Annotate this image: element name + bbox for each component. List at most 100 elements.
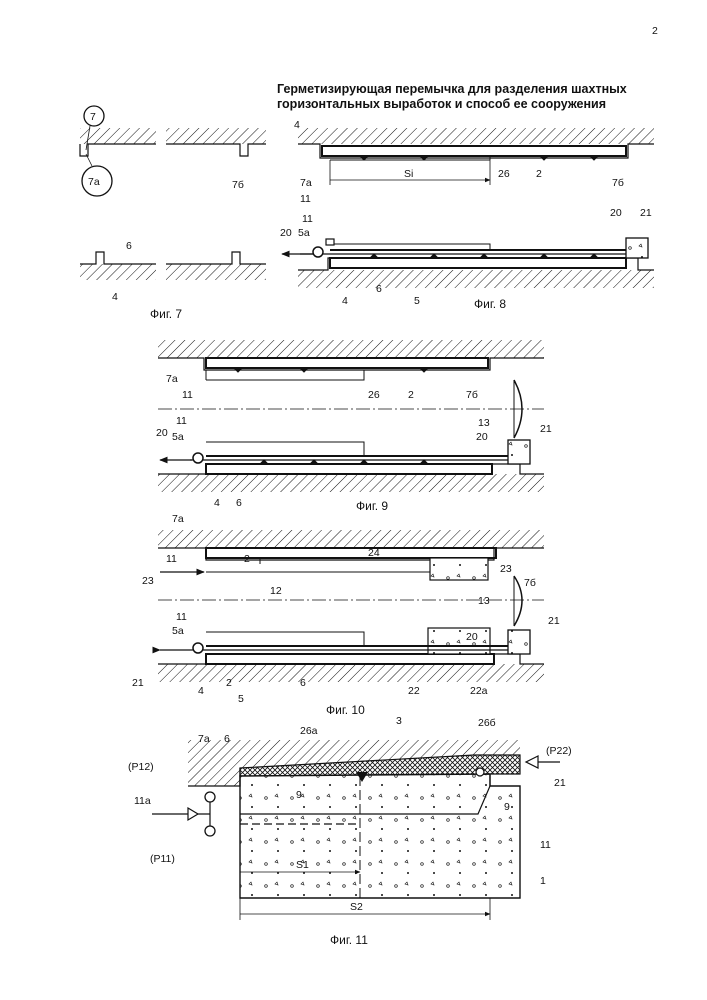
figure-11: 7а 6 26а 3 26б (P22) 21 (P12) 9 9 11а 11… bbox=[128, 715, 572, 947]
fig10-label-22: 22 bbox=[408, 685, 420, 697]
fig10-label-5: 5 bbox=[238, 693, 244, 705]
fig10-label-11b: 11 bbox=[176, 611, 187, 623]
fig9-label-6: 6 bbox=[236, 497, 242, 509]
fig9-label-11: 11 bbox=[182, 389, 193, 401]
fig10-label-22a: 22а bbox=[470, 685, 488, 697]
fig10-dome-13 bbox=[514, 576, 522, 626]
fig10-label-13: 13 bbox=[478, 595, 490, 607]
fig10-label-2b: 2 bbox=[226, 677, 232, 689]
fig9-lower-shell bbox=[206, 464, 492, 474]
fig10-label-11: 11 bbox=[166, 553, 177, 565]
fig8-label-5: 5 bbox=[414, 295, 420, 307]
fig8-lower-sealing-shell bbox=[330, 258, 626, 268]
fig9-label-20-right: 20 bbox=[476, 431, 488, 443]
fig11-label-7a: 7а bbox=[198, 733, 210, 745]
fig9-block-21 bbox=[508, 440, 530, 464]
fig11-label-26a: 26а bbox=[300, 725, 318, 737]
fig10-label-21-right: 21 bbox=[548, 615, 560, 627]
title-line-1: Герметизирующая перемычка для разделения… bbox=[277, 82, 627, 96]
fig11-gauge-p12 bbox=[205, 792, 215, 802]
fig10-label-21-left: 21 bbox=[132, 677, 144, 689]
fig7-label-6: 6 bbox=[126, 240, 132, 252]
fig9-floor-profile bbox=[158, 464, 544, 474]
fig8-label-5a: 5а bbox=[298, 227, 310, 239]
fig11-caption: Фиг. 11 bbox=[330, 933, 368, 947]
fig8-label-si: Si bbox=[404, 168, 413, 180]
fig9-label-13: 13 bbox=[478, 417, 490, 429]
fig9-label-7b: 7б bbox=[466, 389, 478, 401]
fig7-label-7b: 7б bbox=[232, 179, 244, 191]
fig11-label-6: 6 bbox=[224, 733, 230, 745]
fig10-label-24: 24 bbox=[368, 547, 380, 559]
fig8-label-2: 2 bbox=[536, 168, 542, 180]
fig7-roof-profile bbox=[80, 144, 266, 156]
fig10-label-7a: 7а bbox=[172, 513, 184, 525]
page-number: 2 bbox=[652, 25, 658, 37]
fig9-label-21: 21 bbox=[540, 423, 552, 435]
fig11-label-9-left: 9 bbox=[296, 789, 302, 801]
fig7-floor-profile bbox=[80, 252, 266, 264]
fig11-label-3: 3 bbox=[396, 715, 402, 727]
fig9-valve-5a bbox=[193, 453, 203, 463]
fig8-valve-11 bbox=[326, 239, 334, 245]
fig11-open-arrow-p22 bbox=[526, 756, 538, 768]
fig11-label-1: 1 bbox=[540, 875, 546, 887]
fig10-rock-roof bbox=[158, 530, 544, 548]
fig9-lower-inner bbox=[206, 442, 364, 456]
fig10-label-6: 6 bbox=[300, 677, 306, 689]
fig8-caption: Фиг. 8 bbox=[474, 297, 506, 311]
fig8-rock-floor bbox=[298, 270, 654, 288]
fig9-label-2: 2 bbox=[408, 389, 414, 401]
fig9-label-11b: 11 bbox=[176, 415, 187, 427]
fig8-label-6: 6 bbox=[376, 283, 382, 295]
fig10-label-5a: 5а bbox=[172, 625, 184, 637]
fig7-label-7a: 7а bbox=[88, 176, 100, 188]
fig10-caption: Фиг. 10 bbox=[326, 703, 365, 717]
fig8-valve-5a bbox=[313, 247, 323, 257]
fig9-rock-floor bbox=[158, 474, 544, 492]
fig9-label-4: 4 bbox=[214, 497, 220, 509]
fig7-rock-roof-right bbox=[166, 128, 266, 144]
fig11-label-9-right: 9 bbox=[504, 801, 510, 813]
fig7-caption: Фиг. 7 bbox=[150, 307, 182, 321]
fig11-concrete-body-1 bbox=[240, 774, 520, 898]
fig9-rock-roof bbox=[158, 340, 544, 358]
fig10-floor-profile bbox=[158, 654, 544, 664]
figure-7: 7 7а 7б 6 4 Фиг. 7 bbox=[80, 106, 266, 321]
fig11-label-p22: (P22) bbox=[546, 745, 572, 757]
title-line-2: горизонтальных выработок и способ ее соо… bbox=[277, 97, 606, 111]
figure-10: 7а 11 2 24 23 23 7б 12 13 11 5а 21 20 21… bbox=[132, 513, 560, 717]
fig9-label-7a: 7а bbox=[166, 373, 178, 385]
fig11-label-p12: (P12) bbox=[128, 761, 154, 773]
fig8-label-20-left: 20 bbox=[280, 227, 292, 239]
fig9-label-5a: 5а bbox=[172, 431, 184, 443]
figure-8: 4 7а 11 Si 26 2 7б 11 5а 20 20 21 4 6 5 … bbox=[280, 119, 654, 311]
fig8-label-21: 21 bbox=[640, 207, 652, 219]
fig10-label-12: 12 bbox=[270, 585, 282, 597]
fig8-label-20-right: 20 bbox=[610, 207, 622, 219]
fig11-label-p11: (P11) bbox=[150, 853, 175, 865]
fig11-gauge-p11 bbox=[205, 826, 215, 836]
fig8-rock-roof bbox=[298, 128, 654, 144]
fig8-label-7b: 7б bbox=[612, 177, 624, 189]
fig11-label-11: 11 bbox=[540, 839, 551, 851]
fig11-notch-3-right bbox=[476, 768, 484, 776]
fig11-open-arrow-11a bbox=[188, 808, 198, 820]
figure-9: 7а 11 26 2 7б 13 11 5а 20 20 21 4 6 Фиг.… bbox=[156, 340, 552, 513]
fig10-label-7b: 7б bbox=[524, 577, 536, 589]
fig8-label-4b: 4 bbox=[342, 295, 348, 307]
fig8-upper-sealing-shell bbox=[322, 146, 626, 156]
fig7-label-7: 7 bbox=[90, 111, 96, 123]
fig10-label-23-right: 23 bbox=[500, 563, 512, 575]
fig11-label-26b: 26б bbox=[478, 717, 496, 729]
fig7-rock-roof-left bbox=[80, 128, 156, 144]
fig8-label-4: 4 bbox=[294, 119, 300, 131]
fig10-upper-fill-23 bbox=[430, 558, 488, 580]
fig7-rock-floor-left bbox=[80, 264, 156, 280]
fig9-caption: Фиг. 9 bbox=[356, 499, 388, 513]
fig7-rock-floor-right bbox=[166, 264, 266, 280]
fig10-rock-floor bbox=[158, 664, 544, 682]
fig11-label-s1: S1 bbox=[296, 859, 309, 871]
fig11-label-11a: 11а bbox=[134, 795, 151, 807]
